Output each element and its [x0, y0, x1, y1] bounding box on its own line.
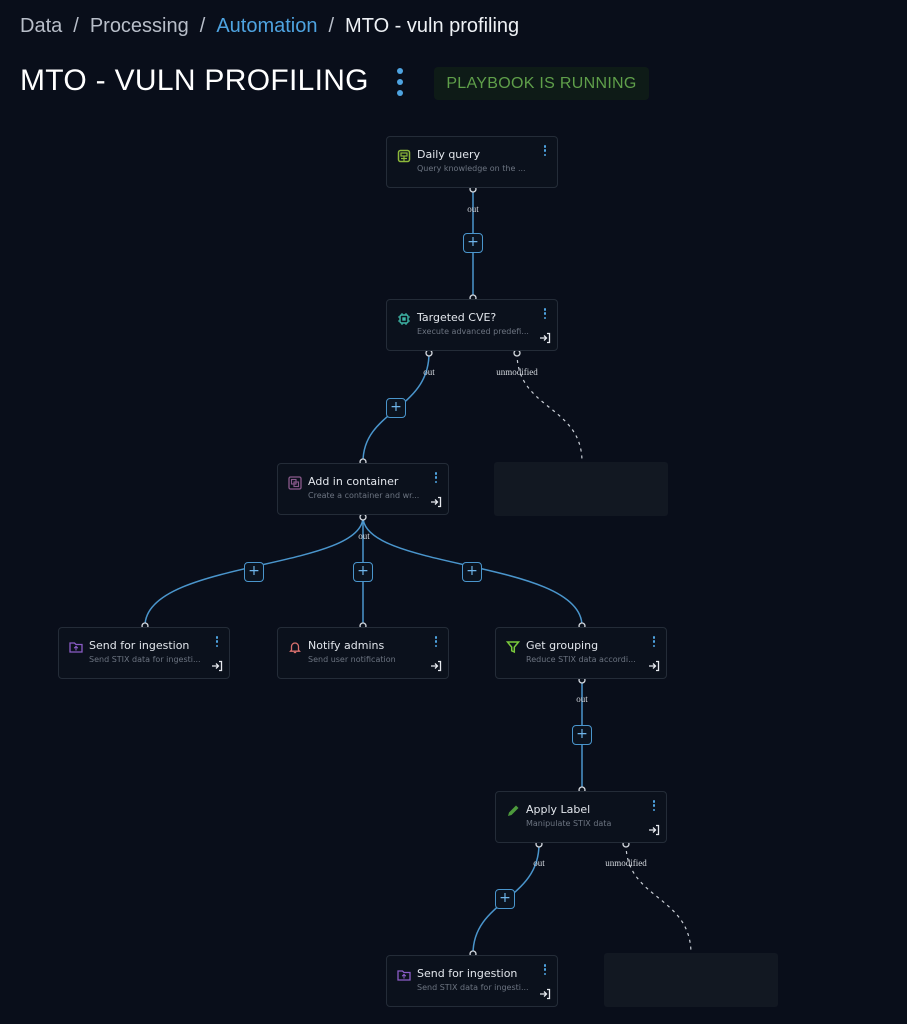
node-menu-kebab-icon[interactable]: [543, 308, 547, 319]
node-name: Send for ingestion: [417, 967, 518, 980]
node-apply-label[interactable]: Apply Label Manipulate STIX data: [495, 791, 667, 843]
breadcrumb-data[interactable]: Data: [20, 15, 63, 37]
empty-step-placeholder[interactable]: [604, 953, 778, 1007]
enter-icon[interactable]: [430, 496, 442, 508]
port-label-out: out: [358, 531, 370, 541]
node-add-in-container[interactable]: Add in container Create a container and …: [277, 463, 449, 515]
breadcrumb: Data / Processing / Automation / MTO - v…: [20, 15, 519, 38]
node-send-for-ingestion[interactable]: Send for ingestion Send STIX data for in…: [386, 955, 558, 1007]
pencil-icon: [508, 805, 519, 816]
node-menu-kebab-icon[interactable]: [215, 636, 219, 647]
port-label-out: out: [423, 367, 435, 377]
node-description: Manipulate STIX data: [526, 819, 612, 828]
node-get-grouping[interactable]: Get grouping Reduce STIX data accordi...: [495, 627, 667, 679]
breadcrumb-separator: /: [199, 15, 206, 37]
status-badge: PLAYBOOK IS RUNNING: [434, 67, 649, 100]
port-label-out: out: [467, 204, 479, 214]
breadcrumb-processing[interactable]: Processing: [89, 15, 189, 37]
node-name: Send for ingestion: [89, 639, 190, 652]
node-targeted-cve[interactable]: Targeted CVE? Execute advanced predefi..…: [386, 299, 558, 351]
add-step-button[interactable]: +: [353, 562, 373, 582]
breadcrumb-automation-link[interactable]: Automation: [216, 15, 318, 37]
database-icon: [397, 149, 411, 163]
page-title: MTO - VULN PROFILING: [20, 64, 369, 97]
bell-icon: [289, 642, 301, 654]
port-label-unmodified: unmodified: [605, 858, 647, 868]
filter-icon: [506, 641, 520, 654]
node-menu-kebab-icon[interactable]: [543, 145, 547, 156]
playbook-menu-kebab-icon[interactable]: [394, 68, 406, 96]
breadcrumb-separator: /: [328, 15, 335, 37]
add-step-button[interactable]: +: [244, 562, 264, 582]
node-name: Add in container: [308, 475, 399, 488]
folder-upload-icon: [69, 642, 83, 653]
enter-icon[interactable]: [430, 660, 442, 672]
enter-icon[interactable]: [539, 332, 551, 344]
node-notify-admins[interactable]: Notify admins Send user notification: [277, 627, 449, 679]
enter-icon[interactable]: [211, 660, 223, 672]
node-description: Execute advanced predefi...: [417, 327, 529, 336]
empty-step-placeholder[interactable]: [494, 462, 668, 516]
node-name: Apply Label: [526, 803, 591, 816]
port-label-out: out: [576, 694, 588, 704]
node-menu-kebab-icon[interactable]: [652, 800, 656, 811]
node-description: Reduce STIX data accordi...: [526, 655, 636, 664]
enter-icon[interactable]: [648, 824, 660, 836]
node-name: Targeted CVE?: [417, 311, 497, 324]
enter-icon[interactable]: [648, 660, 660, 672]
breadcrumb-current: MTO - vuln profiling: [345, 15, 520, 37]
node-description: Send STIX data for ingesti...: [89, 655, 201, 664]
edge-label-unmodified: [625, 843, 692, 955]
container-icon: [288, 476, 302, 490]
port-label-out: out: [533, 858, 545, 868]
node-name: Get grouping: [526, 639, 599, 652]
node-description: Query knowledge on the ...: [417, 164, 526, 173]
edge-cve-unmodified: [516, 352, 583, 463]
port-label-unmodified: unmodified: [496, 367, 538, 377]
node-description: Send user notification: [308, 655, 396, 664]
add-step-button[interactable]: +: [572, 725, 592, 745]
node-menu-kebab-icon[interactable]: [434, 472, 438, 483]
enter-icon[interactable]: [539, 988, 551, 1000]
node-menu-kebab-icon[interactable]: [543, 964, 547, 975]
add-step-button[interactable]: +: [495, 889, 515, 909]
node-description: Send STIX data for ingesti...: [417, 983, 529, 992]
chip-icon: [398, 313, 410, 325]
add-step-button[interactable]: +: [463, 233, 483, 253]
breadcrumb-separator: /: [73, 15, 79, 37]
node-menu-kebab-icon[interactable]: [434, 636, 438, 647]
node-menu-kebab-icon[interactable]: [652, 636, 656, 647]
node-daily-query[interactable]: Daily query Query knowledge on the ...: [386, 136, 558, 188]
node-description: Create a container and wr...: [308, 491, 420, 500]
add-step-button[interactable]: +: [386, 398, 406, 418]
add-step-button[interactable]: +: [462, 562, 482, 582]
node-send-for-ingestion[interactable]: Send for ingestion Send STIX data for in…: [58, 627, 230, 679]
folder-upload-icon: [397, 970, 411, 981]
node-name: Daily query: [417, 148, 481, 161]
node-name: Notify admins: [308, 639, 385, 652]
